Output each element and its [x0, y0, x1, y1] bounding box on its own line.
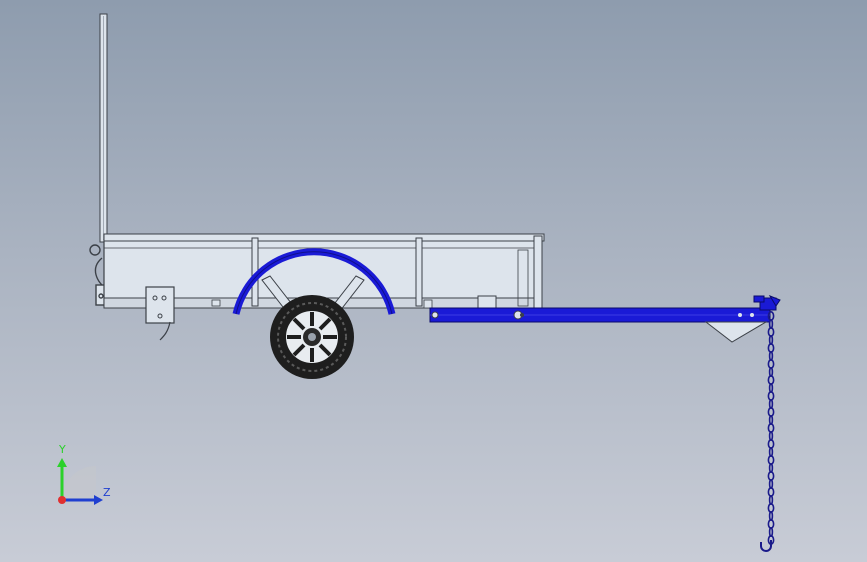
chain-link	[767, 422, 775, 433]
tailgate-post	[99, 13, 108, 243]
chain-link	[768, 494, 774, 505]
chain-hook	[760, 540, 772, 552]
chain-link	[767, 326, 775, 337]
chain-link	[768, 446, 774, 457]
chain-link	[767, 470, 775, 481]
chain-link	[768, 318, 774, 329]
plate-bracket	[145, 286, 175, 341]
chain-link	[767, 454, 775, 465]
chain-link	[767, 374, 775, 385]
wheel	[270, 295, 354, 379]
x-axis-dot	[58, 496, 66, 504]
chain-link	[767, 390, 775, 401]
chain-link	[767, 438, 775, 449]
chain-link	[767, 406, 775, 417]
chain-link	[768, 510, 774, 521]
chain-link	[767, 342, 775, 353]
chain-link	[768, 526, 774, 537]
axis-z-label: Z	[103, 486, 111, 499]
chain-link	[767, 358, 775, 369]
chain-link	[767, 486, 775, 497]
tongue	[429, 307, 771, 343]
chain-link	[767, 502, 775, 513]
chain-link	[768, 430, 774, 441]
axis-y-label: Y	[59, 443, 66, 456]
safety-chain	[760, 310, 775, 552]
chain-link	[768, 398, 774, 409]
chain-link	[768, 366, 774, 377]
chain-link	[768, 414, 774, 425]
chain-link	[768, 462, 774, 473]
chain-link	[768, 350, 774, 361]
fender-edge	[235, 251, 393, 315]
chain-link	[768, 478, 774, 489]
chain-link	[767, 310, 775, 321]
chain-link	[768, 334, 774, 345]
coupler	[753, 294, 781, 311]
chain-link	[767, 518, 775, 529]
chain-link	[768, 382, 774, 393]
axis-triad	[57, 458, 103, 505]
